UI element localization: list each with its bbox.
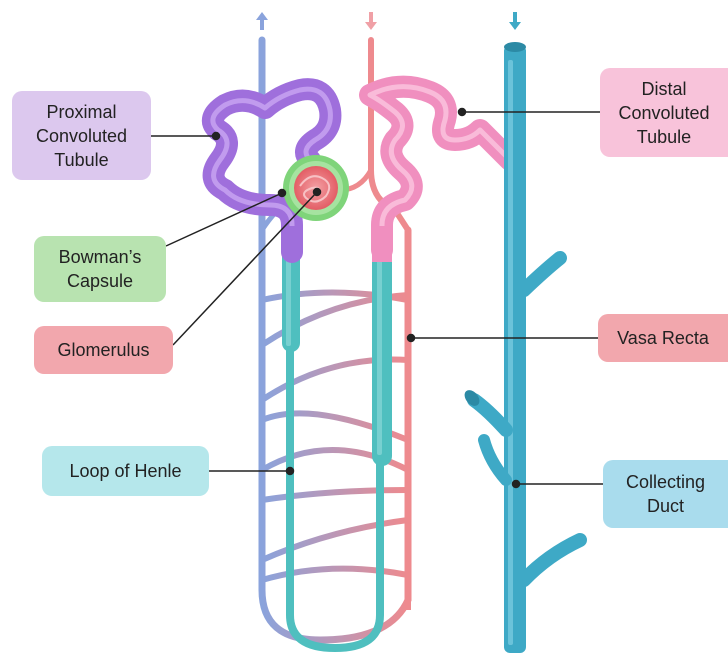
- collecting-duct-label: Collecting Duct: [603, 460, 728, 528]
- arrow-down-icon: [365, 12, 377, 30]
- loop-of-henle: [282, 236, 392, 648]
- arrow-up-icon: [256, 12, 268, 30]
- arrow-down-icon: [509, 12, 521, 30]
- loop-of-henle-label: Loop of Henle: [42, 446, 209, 496]
- bowmans-capsule-label: Bowman’s Capsule: [34, 236, 166, 302]
- vasa-recta-label: Vasa Recta: [598, 314, 728, 362]
- distal-convoluted-tubule: [370, 87, 510, 262]
- glomerulus-label: Glomerulus: [34, 326, 173, 374]
- proximal-convoluted-tubule-label: Proximal Convoluted Tubule: [12, 91, 151, 180]
- distal-convoluted-tubule-label: Distal Convoluted Tubule: [600, 68, 728, 157]
